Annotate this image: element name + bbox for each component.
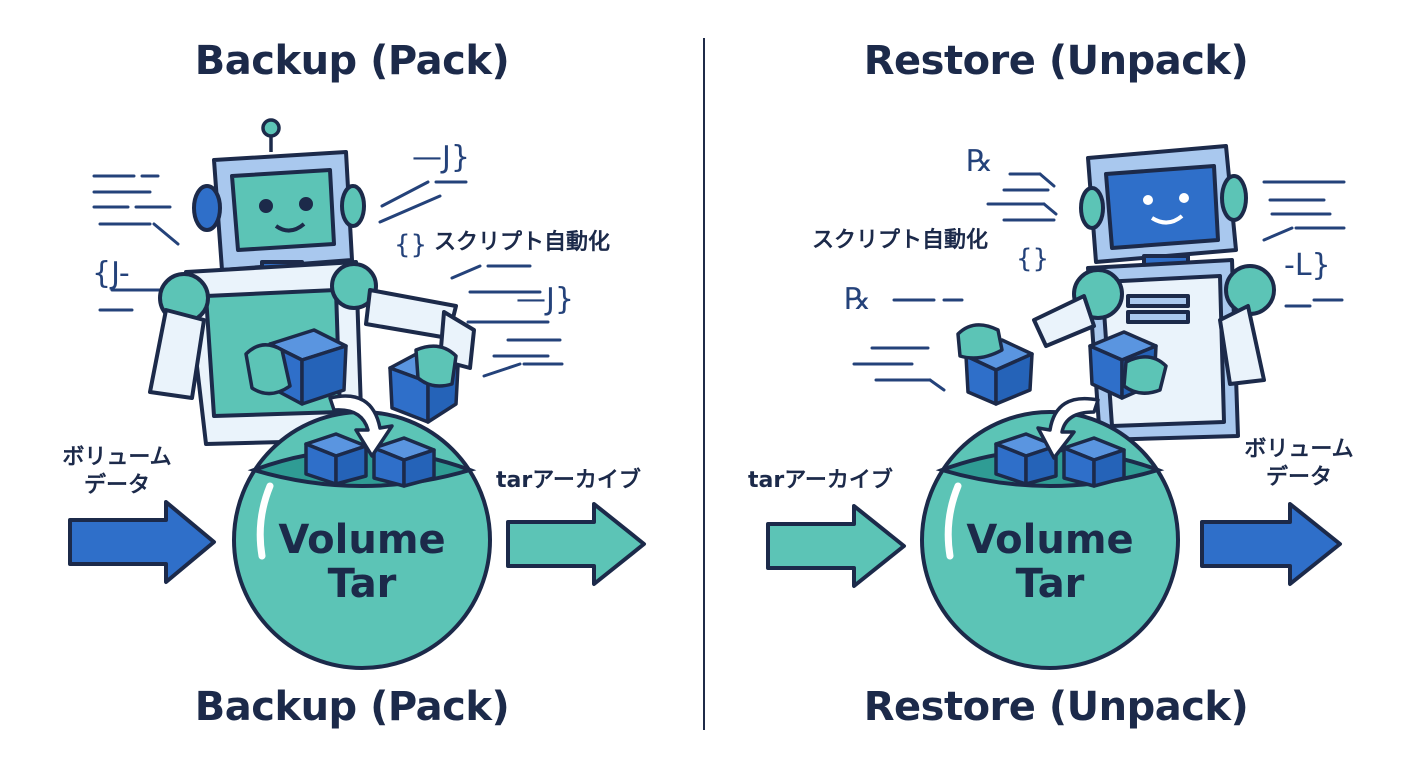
orb-label: Volume Tar — [940, 518, 1160, 606]
backup-illustration — [68, 118, 646, 670]
code-snippet: -L} — [1284, 248, 1331, 283]
data-cube-icon — [304, 432, 368, 486]
robot-head-icon — [1079, 144, 1248, 270]
tar-archive-label: tarアーカイブ — [496, 468, 641, 493]
code-snippet: —J} — [516, 282, 574, 317]
robot-hand-icon — [414, 344, 458, 388]
restore-panel: Restore (Unpack) — [704, 0, 1408, 768]
input-arrow-icon — [766, 504, 906, 588]
robot-hand-icon — [244, 343, 292, 396]
robot-head-icon — [192, 150, 366, 276]
restore-illustration — [766, 144, 1346, 670]
robot-antenna-icon — [261, 118, 281, 152]
script-automation-label: スクリプト自動化 — [812, 228, 989, 253]
data-cube-icon — [372, 436, 436, 488]
volume-data-label-line1: ボリューム — [1244, 437, 1354, 462]
data-cube-icon — [964, 338, 1034, 406]
code-lines-decoration — [92, 174, 564, 378]
output-arrow-icon — [1200, 502, 1342, 586]
code-snippet: —J} — [412, 140, 470, 175]
code-snippet: {} — [394, 230, 428, 260]
orb-label-line1: Volume — [278, 517, 446, 563]
restore-title-bottom: Restore (Unpack) — [863, 684, 1249, 730]
volume-data-label: ボリューム データ — [1224, 436, 1374, 492]
curved-arrow-icon — [328, 394, 394, 458]
volume-data-label-line2: データ — [83, 473, 150, 498]
input-arrow-icon — [68, 500, 216, 584]
robot-hand-icon — [956, 323, 1004, 360]
script-automation-label: スクリプト自動化 — [434, 230, 611, 255]
backup-panel: Backup (Pack) — [42, 38, 646, 730]
tar-archive-label: tarアーカイブ — [748, 468, 893, 493]
orb-label-line2: Tar — [1015, 561, 1085, 607]
output-arrow-icon — [506, 502, 646, 586]
code-snippet: ℞ — [844, 282, 871, 317]
code-snippet: ℞ — [966, 144, 993, 179]
robot-hand-icon — [1122, 355, 1168, 395]
orb-label: Volume Tar — [252, 518, 472, 606]
restore-title-top: Restore (Unpack) — [863, 38, 1249, 84]
data-cube-icon — [994, 432, 1058, 486]
backup-title-bottom: Backup (Pack) — [194, 684, 510, 730]
curved-arrow-icon — [1036, 396, 1100, 460]
volume-data-label: ボリューム データ — [42, 444, 192, 500]
data-cube-icon — [1062, 436, 1126, 488]
orb-label-line2: Tar — [327, 561, 397, 607]
code-snippet: {} — [1016, 244, 1050, 274]
code-lines-decoration — [852, 172, 1346, 392]
backup-title-top: Backup (Pack) — [194, 38, 510, 84]
volume-data-label-line1: ボリューム — [62, 445, 172, 470]
code-snippet: {J- — [92, 256, 130, 291]
orb-label-line1: Volume — [966, 517, 1134, 563]
panel-divider — [703, 38, 705, 730]
volume-data-label-line2: データ — [1265, 465, 1332, 490]
